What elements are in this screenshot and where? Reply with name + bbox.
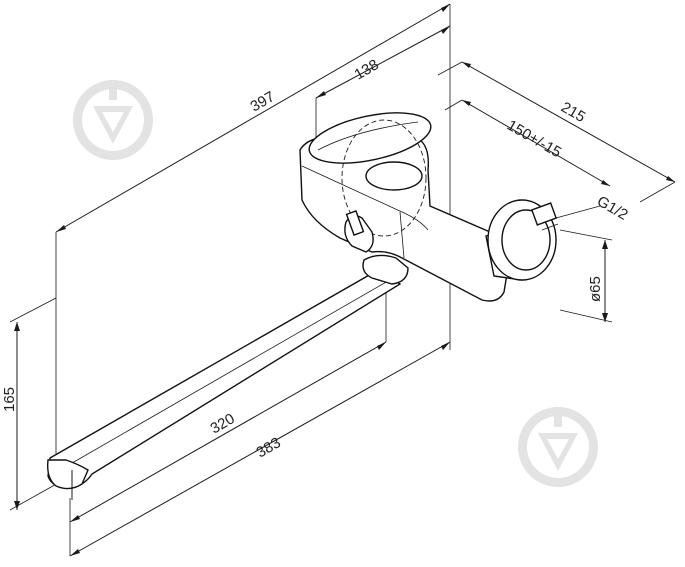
thread-callout: G1/2 [555,193,631,224]
dim-label-165: 165 [1,387,18,412]
faucet-drawing [46,112,559,500]
dim-label-138: 138 [352,56,382,83]
spout-outlet [46,459,89,490]
watermark-logo-icon [73,80,153,160]
thread-label: G1/2 [594,193,631,224]
dimension-depth: 215 [437,61,676,203]
mixer-lever [308,112,432,164]
dimension-flange: ø65 [559,229,613,323]
watermark-logo-icon [518,407,598,487]
dim-label-215: 215 [558,99,588,126]
spout [47,269,402,489]
dim-label-150: 150+/-15 [504,117,564,162]
dimension-height: 165 [1,297,61,511]
dim-label-diameter: ø65 [587,276,604,302]
spout-collar [362,254,409,285]
dim-label-320: 320 [208,410,238,437]
dim-label-397: 397 [248,88,278,115]
